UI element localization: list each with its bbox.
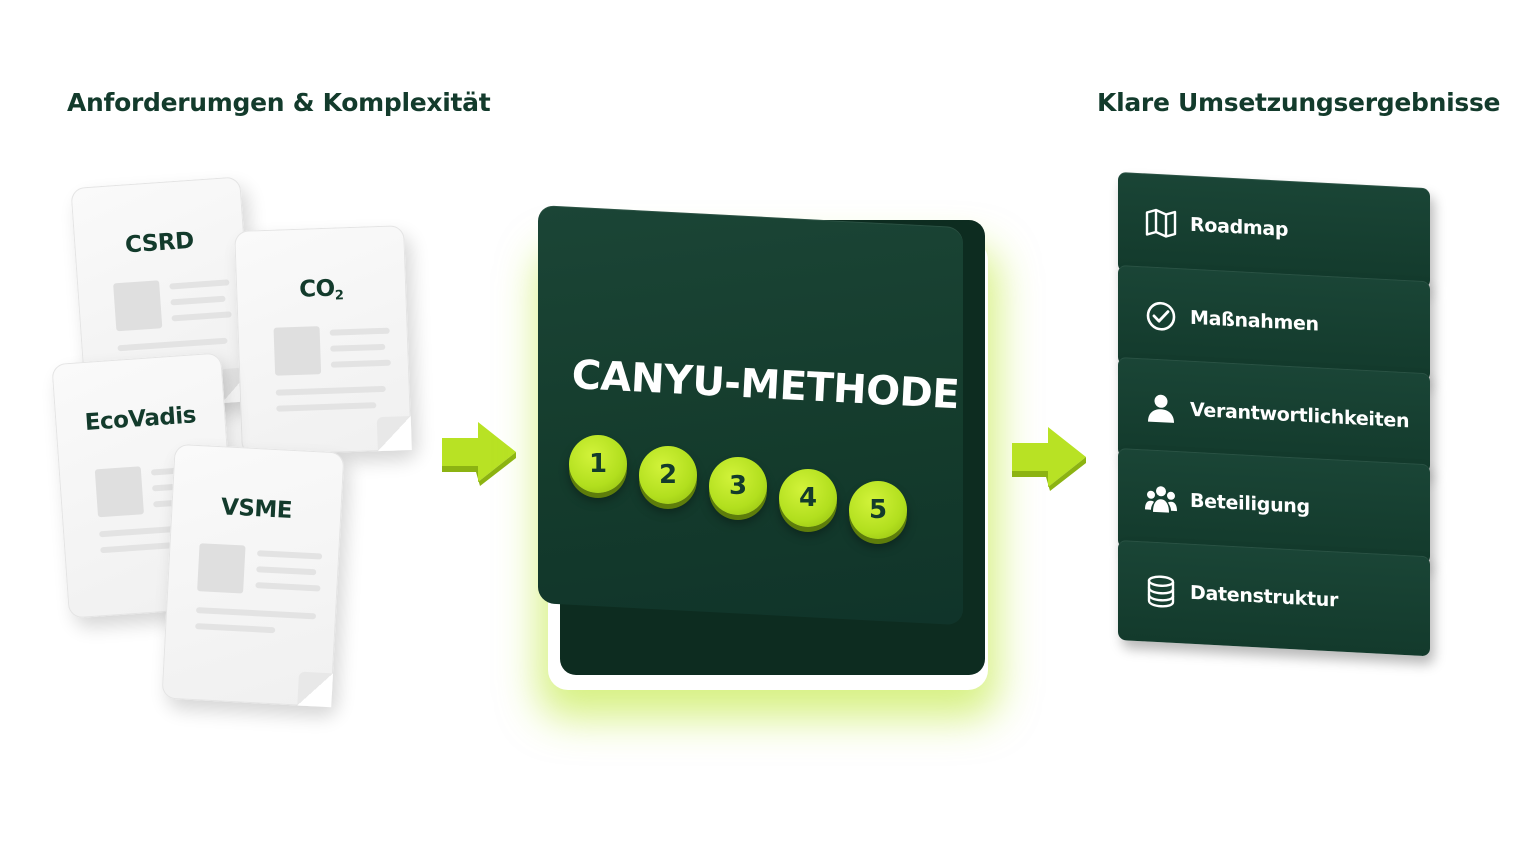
document-text-line xyxy=(256,566,317,576)
result-card-massnahmen: Maßnahmen xyxy=(1118,265,1430,382)
result-label: Roadmap xyxy=(1190,213,1289,241)
group-icon xyxy=(1145,486,1177,513)
document-image-placeholder xyxy=(113,280,163,332)
document-title: CO2 xyxy=(298,275,344,304)
document-image-placeholder xyxy=(94,466,144,518)
result-card-beteiligung: Beteiligung xyxy=(1118,448,1430,565)
step-3: 3 xyxy=(709,457,767,515)
result-label: Beteiligung xyxy=(1190,489,1310,519)
document-text-line xyxy=(171,311,232,322)
document-text-line xyxy=(329,327,390,336)
document-text-line xyxy=(255,582,321,592)
subscript: 2 xyxy=(334,288,344,304)
document-title: CSRD xyxy=(124,227,195,259)
result-card-verantwortlichkeiten: Verantwortlichkeiten xyxy=(1118,357,1430,474)
document-text-line xyxy=(170,295,226,306)
map-icon xyxy=(1145,208,1177,238)
document-text-line xyxy=(330,343,386,352)
step-4: 4 xyxy=(779,469,837,527)
arrow-right-icon xyxy=(442,422,516,486)
document-text-line xyxy=(330,359,391,368)
heading-requirements: Anforderumgen & Komplexität xyxy=(67,88,491,117)
result-card-datenstruktur: Datenstruktur xyxy=(1118,540,1430,657)
document-text-line xyxy=(195,607,317,620)
arrow-right-icon xyxy=(1012,427,1086,491)
page-fold xyxy=(376,415,412,452)
document-text-line xyxy=(257,550,323,560)
step-1: 1 xyxy=(569,435,627,493)
document-title: VSME xyxy=(220,494,293,524)
step-5: 5 xyxy=(849,481,907,539)
document-text-line xyxy=(169,279,230,290)
step-2: 2 xyxy=(639,446,697,504)
check-circle-icon xyxy=(1146,301,1176,331)
document-text-line xyxy=(195,623,276,634)
document-text-line xyxy=(276,402,377,412)
document-co2: CO2 xyxy=(234,225,412,456)
document-text-line xyxy=(275,385,386,396)
document-image-placeholder xyxy=(273,326,322,376)
person-icon xyxy=(1148,394,1174,423)
document-title: EcoVadis xyxy=(83,402,197,437)
document-text-line xyxy=(117,337,228,352)
database-icon xyxy=(1147,575,1175,608)
heading-results: Klare Umsetzungsergebnisse xyxy=(1097,88,1501,117)
page-fold xyxy=(297,671,333,708)
document-image-placeholder xyxy=(197,543,246,594)
result-card-roadmap: Roadmap xyxy=(1118,172,1430,289)
result-label: Maßnahmen xyxy=(1190,306,1319,336)
document-vsme: VSME xyxy=(161,443,345,708)
result-label: Verantwortlichkeiten xyxy=(1190,398,1410,433)
result-label: Datenstruktur xyxy=(1190,581,1339,612)
